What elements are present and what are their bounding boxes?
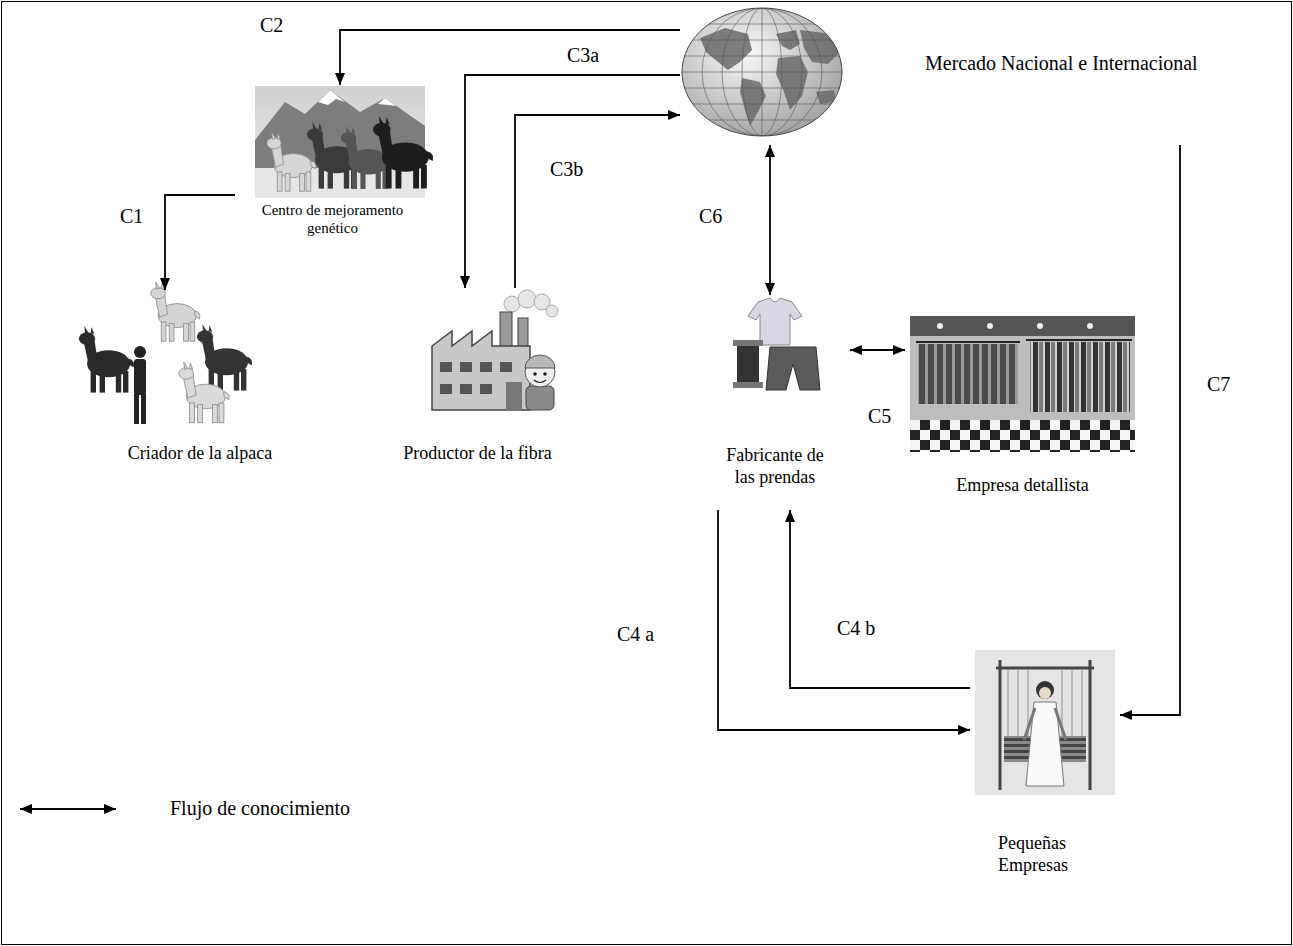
node-label: Fabricante de las prendas [715,445,835,488]
node-label: Productor de la fibra [375,443,580,465]
node-box: Mercado Nacional e Internacional [680,5,1260,145]
node-label: Criador de la alpaca [100,443,300,465]
garments-picture [733,298,820,390]
label-anchor: C6 [697,205,724,228]
legend-text: Flujo de conocimiento [170,797,350,820]
node-box: Empresa detallista [905,312,1144,502]
flow-arrow [515,115,680,288]
globe-picture [682,8,842,136]
flow-arrow [340,30,680,85]
label-anchor: C3b [548,158,585,181]
flow-label: C4 b [835,617,877,639]
flow-label: C5 [866,405,893,427]
node-label: Centro de mejoramento genético [235,201,430,237]
flow-arrow [769,145,771,295]
label-anchor: C4 a [615,623,656,646]
legend-sample [18,798,118,820]
flow-label: C1 [118,205,145,227]
flow-label: C6 [697,205,724,227]
node-box: Fabricante de las prendas [700,295,850,510]
flow-arrow [165,195,235,290]
label-anchor: C5 [866,405,893,428]
factory-picture [432,290,558,410]
shop-photo [910,316,1135,452]
node-box: Productor de la fibra [375,288,584,473]
flow-arrow [850,349,905,351]
legend-entry: Flujo de conocimiento [18,797,350,820]
flow-arrow [790,510,970,688]
node-label: Mercado Nacional e Internacional [925,51,1198,75]
label-anchor: C3a [565,44,601,67]
flow-arrow [718,510,970,730]
node-box: Criador de la alpaca [70,290,304,475]
weaver-picture [975,650,1115,795]
node-label: Pequeñas Empresas [998,833,1088,876]
flow-label: C3a [565,44,601,66]
flow-label: C7 [1205,373,1232,395]
node-box: Pequeñas Empresas [970,645,1120,890]
alpaca-photo [255,86,433,198]
flow-label: C2 [258,14,285,36]
breeder-picture [79,282,252,424]
flow-label: C4 a [615,623,656,645]
flow-label: C3b [548,158,585,180]
flow-arrow [1120,145,1180,715]
label-anchor: C2 [258,14,285,37]
label-anchor: C4 b [835,617,877,640]
label-anchor: C7 [1205,373,1232,396]
flow-arrow [465,75,680,288]
label-anchor: C1 [118,205,145,228]
node-label: Empresa detallista [905,475,1140,497]
node-box: Centro de mejoramento genético [235,85,434,247]
